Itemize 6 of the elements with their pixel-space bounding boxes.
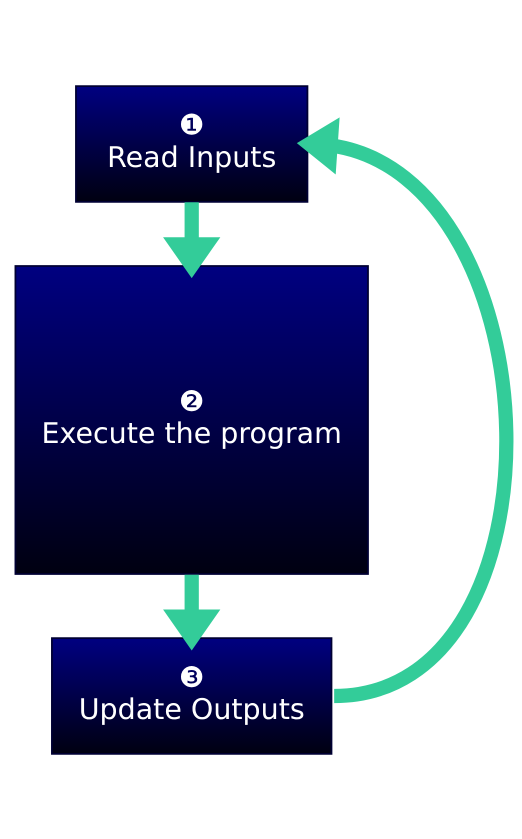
node-box: ❶ Read Inputs [75, 84, 308, 202]
arrow [163, 202, 220, 278]
node-box: ❸ Update Outputs [51, 636, 332, 754]
arrow [163, 574, 220, 650]
node-box: ❷ Execute the program [14, 264, 369, 574]
arrow [296, 116, 514, 702]
